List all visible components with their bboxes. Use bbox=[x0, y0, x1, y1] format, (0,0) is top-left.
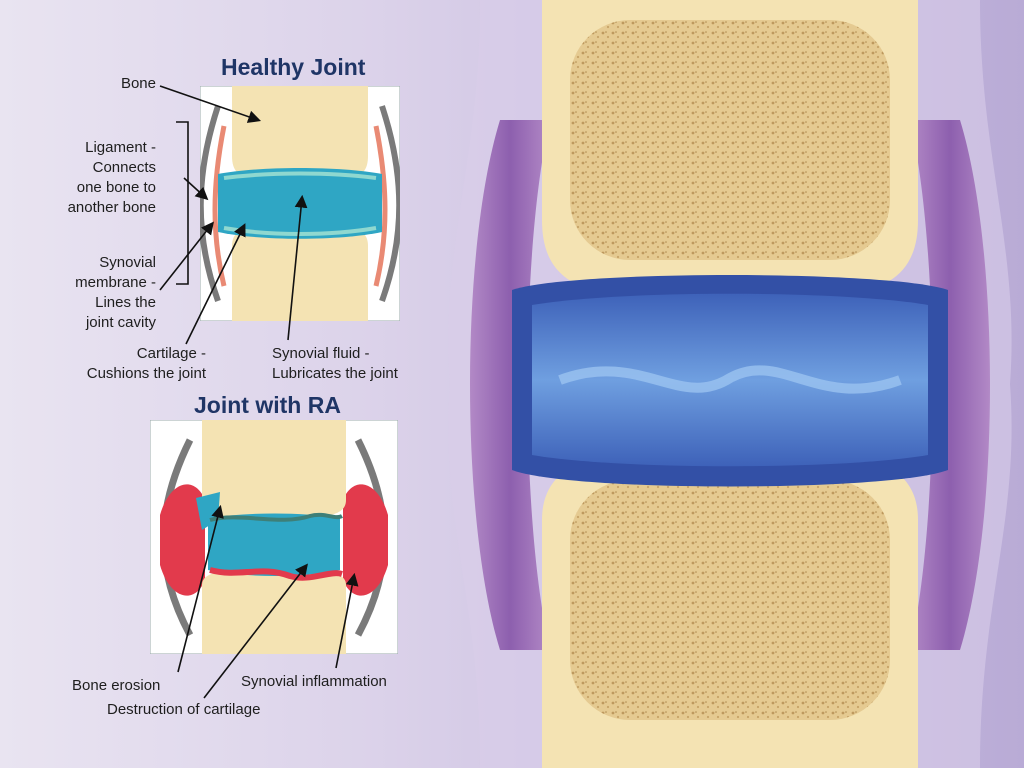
large-joint-illustration bbox=[448, 0, 1012, 768]
label-synovial-fluid: Synovial fluid - Lubricates the joint bbox=[272, 345, 398, 382]
label-destruction-of-cartilage: Destruction of cartilage bbox=[107, 701, 261, 718]
label-cartilage: Cartilage - Cushions the joint bbox=[86, 345, 206, 382]
ra-joint-illustration bbox=[150, 420, 398, 654]
ra-joint-title: Joint with RA bbox=[194, 392, 341, 418]
label-synovial-inflammation: Synovial inflammation bbox=[241, 673, 387, 690]
label-bone: Bone bbox=[120, 75, 156, 92]
label-bone-erosion: Bone erosion bbox=[72, 677, 161, 694]
label-ligament: Ligament - Connects one bone to another … bbox=[67, 139, 156, 216]
healthy-joint-title: Healthy Joint bbox=[221, 54, 366, 80]
label-synovial-membrane: Synovial membrane - Lines the joint cavi… bbox=[75, 254, 156, 331]
healthy-joint-illustration bbox=[200, 86, 400, 321]
